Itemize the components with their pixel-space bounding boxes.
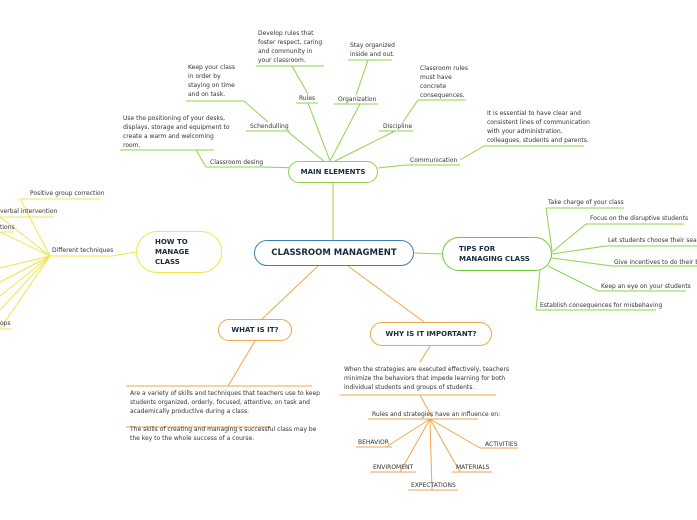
what-is-it-label: WHAT IS IT?	[231, 326, 279, 334]
tip-item[interactable]: Focus on the disruptive students	[590, 215, 689, 222]
discipline-topic[interactable]: Discipline	[383, 123, 413, 130]
organization-topic[interactable]: Organization	[338, 96, 377, 103]
tip-item[interactable]: Keep an eye on your students	[601, 283, 691, 290]
classroom-design-description: Use the positioning of your desks, displ…	[123, 115, 230, 149]
tip-item[interactable]: Let students choose their seats	[608, 237, 697, 244]
central-topic-node[interactable]: CLASSROOM MANAGMENT	[254, 240, 414, 266]
what-is-it-node[interactable]: WHAT IS IT?	[218, 319, 292, 341]
organization-description: Stay organized inside and out.	[350, 42, 395, 58]
why-important-description: When the strategies are executed effecti…	[344, 366, 510, 391]
positive-group-correction-item[interactable]: Positive group correction	[30, 190, 105, 197]
classroom-design-topic[interactable]: Classroom desing	[210, 159, 264, 166]
main-elements-label: MAIN ELEMENTS	[300, 168, 366, 176]
communication-description: It is essential to have clear and consis…	[487, 110, 590, 144]
tip-item[interactable]: Establish consequences for misbehaving	[540, 302, 663, 309]
verbal-intervention-item[interactable]: verbal intervention	[0, 208, 58, 215]
central-topic-label: CLASSROOM MANAGMENT	[271, 248, 397, 258]
tip-item[interactable]: Give incentives to do their best	[614, 259, 697, 266]
why-important-label: WHY IS IT IMPORTANT?	[385, 330, 477, 338]
expectations-item[interactable]: EXPECTATIONS	[411, 482, 456, 489]
communication-topic[interactable]: Communication	[410, 157, 458, 164]
how-to-manage-node[interactable]: HOW TO MANAGE CLASS	[136, 231, 222, 273]
behavior-item[interactable]: BEHAVIOR	[358, 439, 389, 446]
tip-item[interactable]: Take charge of your class	[548, 199, 624, 206]
tions-item[interactable]: tions	[0, 224, 15, 231]
main-elements-node[interactable]: MAIN ELEMENTS	[288, 161, 378, 183]
ops-item[interactable]: ops	[0, 320, 11, 327]
discipline-description: Classroom rules must have concrete conse…	[420, 65, 468, 99]
influence-topic[interactable]: Rules and strategies have an influence o…	[372, 411, 501, 418]
materials-item[interactable]: MATERIALS	[456, 464, 490, 471]
scheduling-description: Keep your class in order by staying on t…	[188, 64, 236, 98]
why-important-node[interactable]: WHY IS IT IMPORTANT?	[370, 322, 492, 346]
tips-node[interactable]: TIPS FOR MANAGING CLASS	[442, 237, 552, 271]
different-techniques-item[interactable]: Different techniques	[52, 247, 114, 254]
environment-item[interactable]: ENVIROMENT	[373, 464, 414, 471]
scheduling-topic[interactable]: Schendulling	[250, 123, 289, 130]
rules-description: Develop rules that foster respect, carin…	[258, 30, 323, 64]
what-is-it-description: Are a variety of skills and techniques t…	[130, 390, 320, 442]
activities-item[interactable]: ACTIVITIES	[485, 441, 518, 448]
rules-topic[interactable]: Rules	[299, 95, 316, 102]
